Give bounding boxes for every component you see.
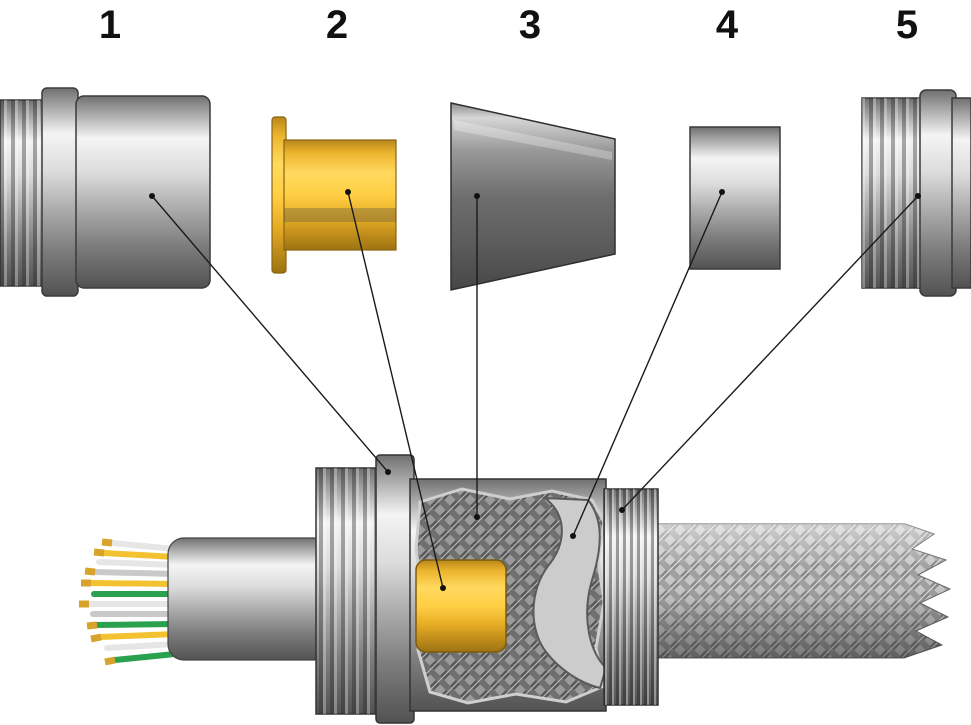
- part2-shadow-band: [284, 208, 396, 222]
- part-5-threaded-coupling-nut: [861, 89, 971, 297]
- part-2-label: 2: [326, 3, 348, 47]
- braided-cable-shading: [658, 524, 950, 658]
- leader-dot: [619, 507, 625, 513]
- part-5-label: 5: [896, 3, 918, 47]
- wire-contact-tip: [104, 656, 116, 666]
- part5-collar: [919, 89, 957, 297]
- leader-dot: [440, 585, 446, 591]
- part3-highlight: [454, 120, 612, 160]
- wire-contacts: [79, 538, 116, 666]
- wire-contact-tip: [101, 538, 113, 547]
- part3-cone: [450, 102, 616, 291]
- wire: [88, 580, 178, 587]
- wire: [98, 631, 178, 640]
- assembly-flange: [375, 454, 415, 724]
- leader-line-1: [151, 195, 389, 473]
- wire: [101, 550, 178, 560]
- part1-barrel: [75, 95, 211, 289]
- part5-end-ring: [951, 97, 971, 289]
- assembled-connector: [79, 454, 952, 724]
- leader-line-2: [347, 191, 444, 589]
- cable-jacket: [167, 537, 331, 661]
- wire: [92, 569, 178, 577]
- knurled-ring-ridges: [604, 489, 658, 705]
- part-3-clamp-cone: [450, 102, 616, 291]
- cutaway-gold-ferrule: [415, 559, 507, 653]
- wire: [109, 540, 178, 552]
- cutaway-clamp-cone: [532, 496, 608, 690]
- leader-dot: [385, 469, 391, 475]
- part4-ring: [689, 126, 781, 270]
- leader-dot: [474, 193, 480, 199]
- leader-lines: [151, 191, 919, 589]
- part-4-spacer-ring: [689, 126, 781, 270]
- leader-line-4: [572, 191, 723, 537]
- leader-dot: [474, 514, 480, 520]
- leader-dot: [345, 189, 351, 195]
- leader-dot: [915, 193, 921, 199]
- part-1-threaded-connector-body: [0, 87, 211, 297]
- part2-body: [283, 139, 397, 251]
- part-4-label: 4: [716, 3, 739, 47]
- part-3-label: 3: [519, 3, 541, 47]
- wire-bundle: [86, 540, 178, 663]
- assembly-thread-ridges: [316, 468, 380, 714]
- wire: [94, 621, 178, 628]
- leader-dots: [149, 189, 921, 591]
- wire-contact-tip: [84, 567, 96, 576]
- part1-collar: [41, 87, 79, 297]
- part5-thread-ridges: [862, 98, 926, 288]
- leader-dot: [570, 533, 576, 539]
- wire-contact-tip: [86, 621, 98, 630]
- part-1-label: 1: [99, 3, 121, 47]
- wire: [112, 651, 178, 663]
- wire: [104, 641, 178, 651]
- leader-dot: [719, 189, 725, 195]
- leader-dot: [149, 193, 155, 199]
- wire-contact-tip: [90, 633, 102, 643]
- wire: [96, 559, 178, 568]
- wire-contact-tip: [93, 548, 105, 557]
- part-2-gold-ferrule: [271, 116, 397, 274]
- part-labels: 1 2 3 4 5: [99, 3, 918, 47]
- leader-line-5: [621, 195, 919, 511]
